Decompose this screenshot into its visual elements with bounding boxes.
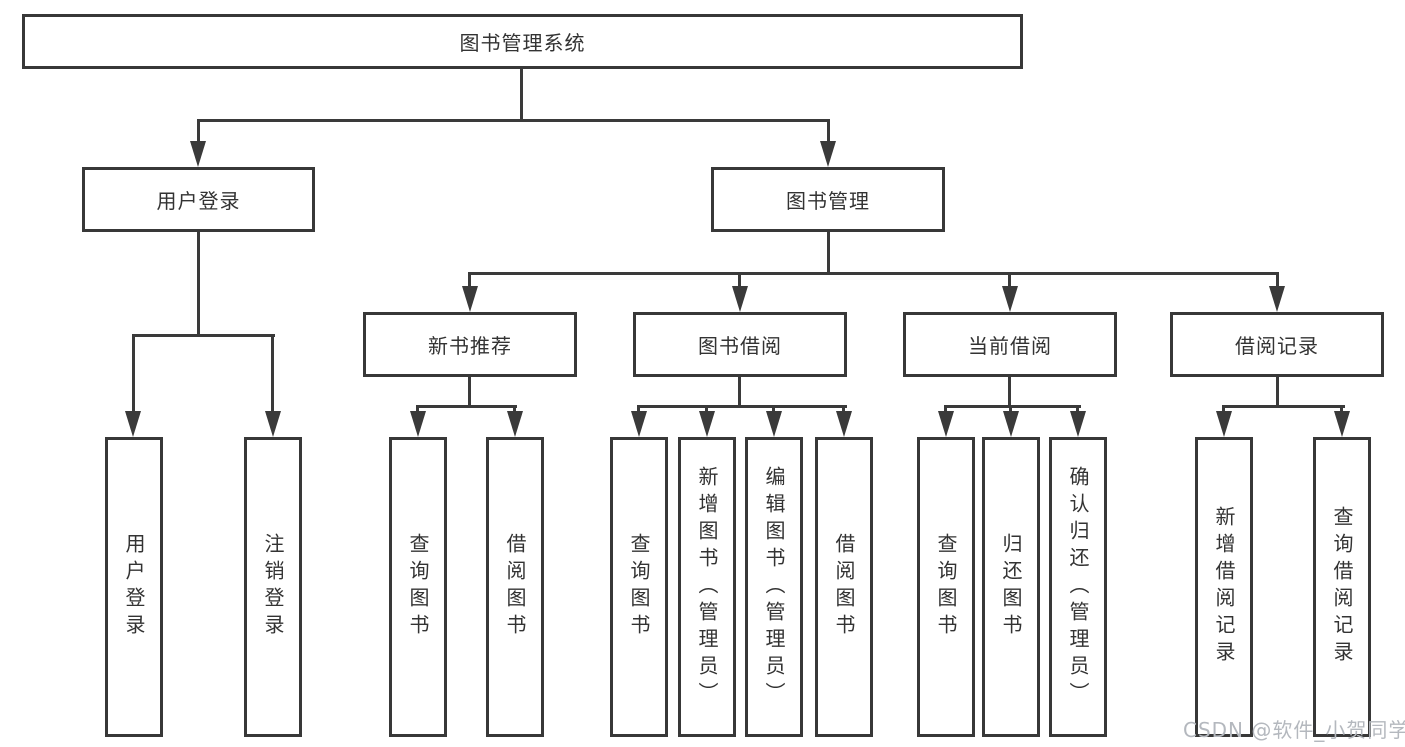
node-label: 借阅图书 — [503, 533, 527, 641]
arrow-head — [125, 411, 141, 437]
arrow-head — [1269, 286, 1285, 312]
connector-line-v — [132, 334, 135, 411]
connector-line-h — [132, 334, 275, 337]
connector-line-v — [705, 405, 708, 411]
leaf-edit-book-admin: 编辑图书（管理员） — [745, 437, 803, 737]
node-current-borrowing: 当前借阅 — [903, 312, 1117, 377]
node-book-management: 图书管理 — [711, 167, 945, 232]
connector-line-v — [513, 405, 516, 411]
connector-line-v — [637, 405, 640, 411]
connector-line-v — [468, 272, 471, 286]
connector-line-v — [1076, 405, 1079, 411]
arrow-head — [265, 411, 281, 437]
connector-line-v — [738, 272, 741, 286]
node-label: 新书推荐 — [428, 334, 512, 358]
connector-line-h — [416, 405, 517, 408]
connector-line-v — [197, 119, 200, 141]
connector-line-v — [944, 405, 947, 411]
connector-line-v — [271, 334, 274, 411]
node-label: 用户登录 — [156, 189, 241, 213]
arrow-head — [699, 411, 715, 437]
connector-line-v — [416, 405, 419, 411]
arrow-head — [1002, 286, 1018, 312]
connector-line-v — [1008, 272, 1011, 286]
node-label: 图书管理系统 — [459, 31, 586, 55]
leaf-query-books-2: 查询图书 — [610, 437, 668, 737]
node-label: 注销登录 — [261, 533, 285, 641]
leaf-borrow-books-1: 借阅图书 — [486, 437, 544, 737]
node-label: 查询图书 — [934, 533, 958, 641]
node-label: 借阅图书 — [832, 533, 856, 641]
connector-line-v — [197, 232, 200, 334]
node-book-borrowing: 图书借阅 — [633, 312, 847, 377]
connector-line-v — [520, 69, 523, 119]
leaf-query-books-3: 查询图书 — [917, 437, 975, 737]
arrow-head — [1216, 411, 1232, 437]
connector-line-v — [772, 405, 775, 411]
node-user-login: 用户登录 — [82, 167, 315, 232]
connector-line-v — [1276, 377, 1279, 405]
leaf-borrow-books-2: 借阅图书 — [815, 437, 873, 737]
connector-line-v — [1340, 405, 1343, 411]
arrow-head — [1070, 411, 1086, 437]
node-label: 编辑图书（管理员） — [762, 465, 786, 709]
leaf-add-book-admin: 新增图书（管理员） — [678, 437, 736, 737]
node-borrowing-records: 借阅记录 — [1170, 312, 1384, 377]
leaf-query-books-1: 查询图书 — [389, 437, 447, 737]
node-label: 用户登录 — [122, 533, 146, 641]
arrow-head — [938, 411, 954, 437]
connector-line-v — [827, 119, 830, 141]
node-library-management-system: 图书管理系统 — [22, 14, 1023, 69]
connector-line-v — [468, 377, 471, 405]
leaf-user-login: 用户登录 — [105, 437, 163, 737]
connector-line-h — [197, 119, 830, 122]
node-label: 查询图书 — [627, 533, 651, 641]
node-label: 借阅记录 — [1235, 334, 1319, 358]
csdn-watermark: CSDN @软件_小贺同学 — [1183, 718, 1405, 742]
node-label: 新增借阅记录 — [1212, 506, 1236, 668]
arrow-head — [631, 411, 647, 437]
connector-line-h — [468, 272, 1279, 275]
connector-line-v — [738, 377, 741, 405]
node-label: 确认归还（管理员） — [1066, 465, 1090, 709]
connector-line-v — [1009, 405, 1012, 411]
node-label: 查询借阅记录 — [1330, 506, 1354, 668]
arrow-head — [190, 141, 206, 167]
leaf-logout: 注销登录 — [244, 437, 302, 737]
node-label: 当前借阅 — [968, 334, 1052, 358]
arrow-head — [1334, 411, 1350, 437]
arrow-head — [766, 411, 782, 437]
connector-line-v — [1222, 405, 1225, 411]
node-label: 图书借阅 — [698, 334, 782, 358]
node-label: 归还图书 — [999, 533, 1023, 641]
connector-line-h — [637, 405, 847, 408]
arrow-head — [732, 286, 748, 312]
arrow-head — [820, 141, 836, 167]
arrow-head — [1003, 411, 1019, 437]
node-label: 图书管理 — [786, 189, 870, 213]
node-label: 新增图书（管理员） — [695, 465, 719, 709]
arrow-head — [410, 411, 426, 437]
connector-line-v — [827, 232, 830, 272]
connector-line-v — [1008, 377, 1011, 405]
leaf-add-borrow-record: 新增借阅记录 — [1195, 437, 1253, 737]
leaf-return-books: 归还图书 — [982, 437, 1040, 737]
leaf-confirm-return-admin: 确认归还（管理员） — [1049, 437, 1107, 737]
node-new-book-recommendation: 新书推荐 — [363, 312, 577, 377]
connector-line-h — [944, 405, 1081, 408]
connector-line-v — [1276, 272, 1279, 286]
leaf-query-borrow-records: 查询借阅记录 — [1313, 437, 1371, 737]
node-label: 查询图书 — [406, 533, 430, 641]
arrow-head — [507, 411, 523, 437]
connector-line-h — [1222, 405, 1345, 408]
arrow-head — [462, 286, 478, 312]
arrow-head — [836, 411, 852, 437]
connector-line-v — [842, 405, 845, 411]
